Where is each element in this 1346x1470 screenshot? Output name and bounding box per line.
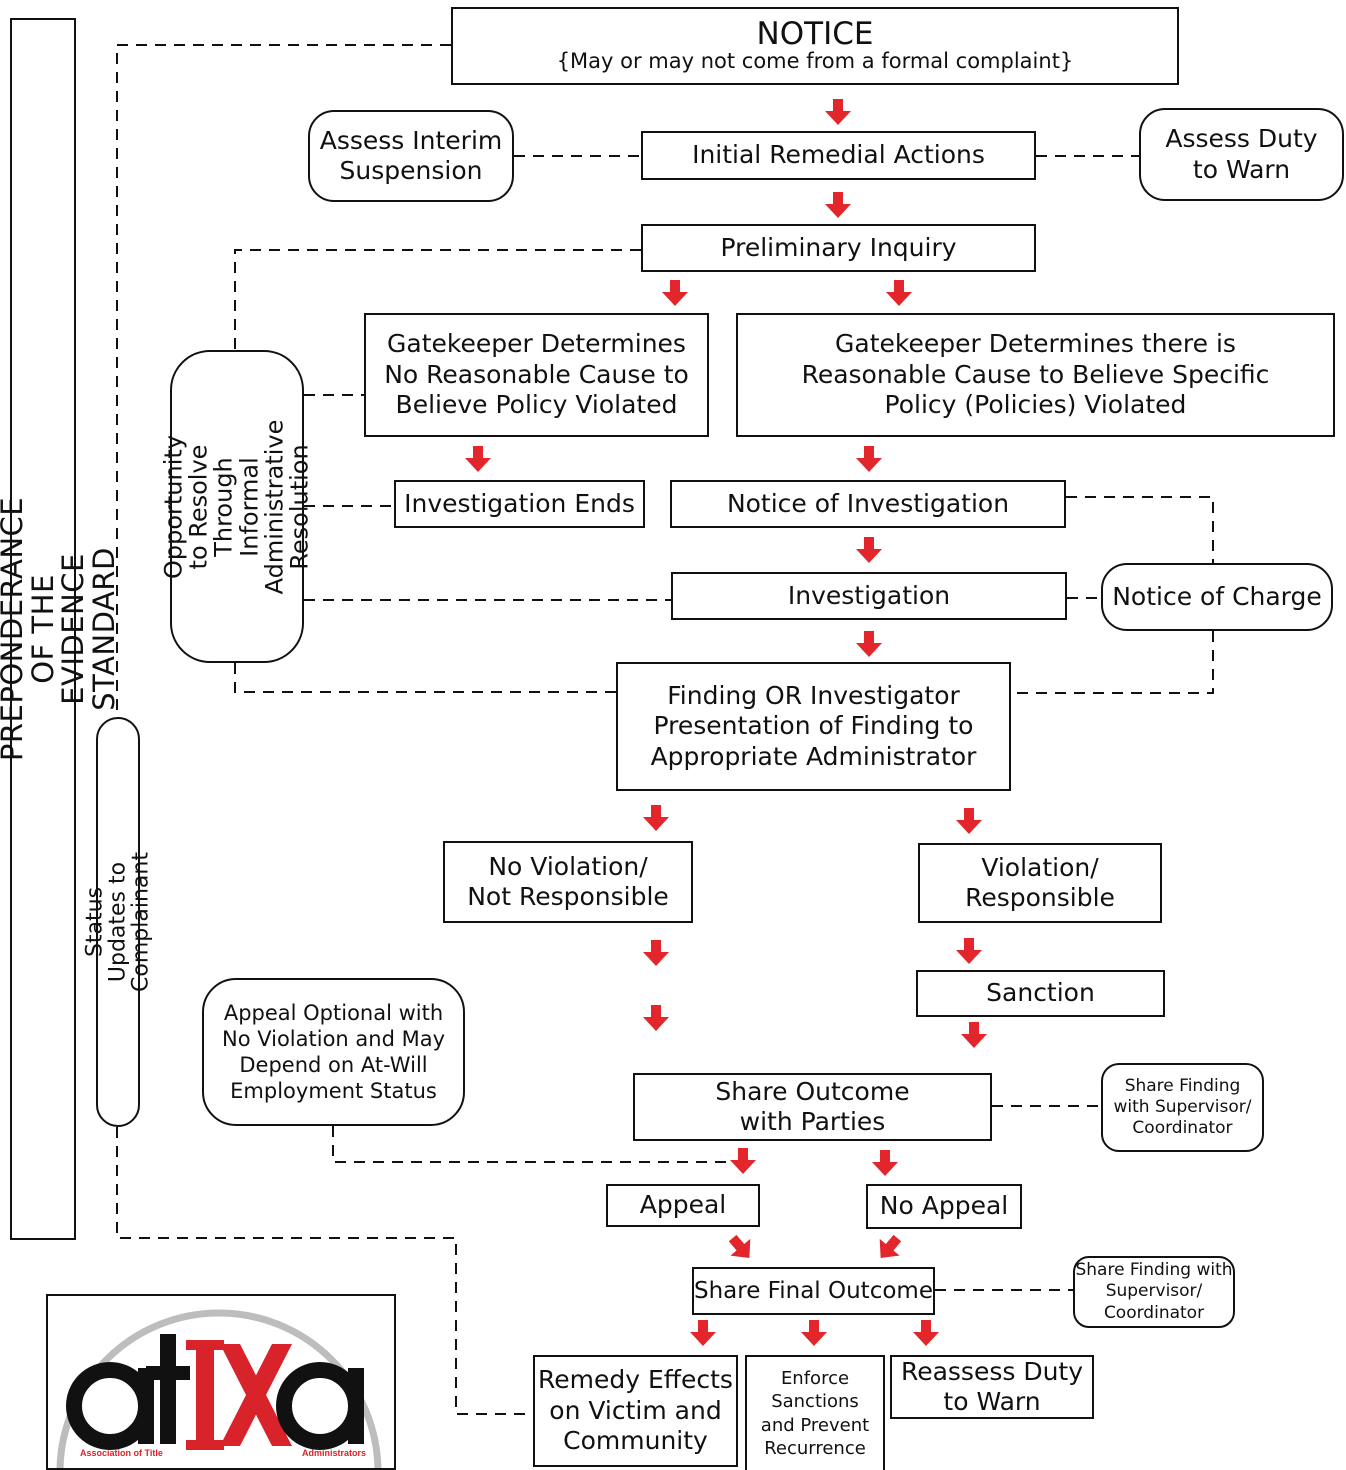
flow-arrow — [728, 1234, 751, 1258]
enforce-sanctions-label: Enforce Sanctions and Prevent Recurrence — [760, 1367, 870, 1459]
logo-left-text: Association of Title — [80, 1448, 163, 1458]
informal-resolution-pill: Opportunity to Resolve Through Informal … — [159, 350, 313, 663]
initial-remedial-actions-box: Initial Remedial Actions — [641, 131, 1036, 180]
gatekeeper-cause-box: Gatekeeper Determines there is Reasonabl… — [736, 313, 1335, 437]
connector-line — [116, 44, 451, 717]
violation-box: Violation/ Responsible — [918, 843, 1162, 923]
appeal-optional-label: Appeal Optional with No Violation and Ma… — [221, 1000, 446, 1104]
preliminary-inquiry-label: Preliminary Inquiry — [720, 232, 957, 262]
share-final-outcome-label: Share Final Outcome — [694, 1277, 933, 1304]
no-appeal-label: No Appeal — [879, 1191, 1009, 1221]
status-updates-pill: Status Updates to Complainant — [82, 717, 154, 1127]
appeal-box: Appeal — [606, 1184, 760, 1227]
flow-arrow — [879, 1234, 902, 1258]
remedy-effects-label: Remedy Effects on Victim and Community — [538, 1365, 733, 1456]
investigation-ends-box: Investigation Ends — [394, 480, 645, 528]
flow-arrow — [856, 446, 882, 472]
flow-arrow — [886, 280, 912, 306]
flow-arrow — [956, 808, 982, 834]
share-final-outcome-box: Share Final Outcome — [692, 1267, 935, 1315]
connector-line — [332, 1126, 736, 1163]
connector-line — [234, 663, 616, 693]
notice-box: NOTICE {May or may not come from a forma… — [451, 7, 1179, 85]
flow-arrow — [956, 938, 982, 964]
connector-line — [1011, 631, 1214, 694]
notice-of-investigation-box: Notice of Investigation — [670, 480, 1066, 528]
enforce-sanctions-box: Enforce Sanctions and Prevent Recurrence — [745, 1355, 885, 1470]
connector-line — [116, 1127, 533, 1415]
flow-arrow — [730, 1148, 756, 1174]
flow-arrow — [662, 280, 688, 306]
flow-arrow — [856, 537, 882, 563]
preliminary-inquiry-box: Preliminary Inquiry — [641, 224, 1036, 272]
flow-arrow — [643, 940, 669, 966]
connector-line — [1066, 496, 1214, 563]
sanction-label: Sanction — [986, 978, 1095, 1008]
flow-arrow — [690, 1320, 716, 1346]
reassess-duty-box: Reassess Duty to Warn — [890, 1355, 1094, 1419]
no-violation-box: No Violation/ Not Responsible — [443, 841, 693, 923]
share-finding-label-1: Share Finding with Supervisor/ Coordinat… — [1113, 1075, 1252, 1139]
flow-arrow — [913, 1320, 939, 1346]
notice-subtitle: {May or may not come from a formal compl… — [556, 48, 1074, 73]
atixa-logo-mark: Association of Title Administrators — [56, 1309, 382, 1468]
atixa-logo: Association of Title Administrators — [46, 1294, 396, 1470]
violation-label: Violation/ Responsible — [965, 852, 1115, 913]
evidence-standard-banner: APPLY PREPONDERANCE OF THE EVIDENCE STAN… — [0, 18, 121, 1240]
gatekeeper-no-cause-label: Gatekeeper Determines No Reasonable Caus… — [384, 329, 689, 420]
finding-label: Finding OR Investigator Presentation of … — [650, 680, 977, 771]
assess-interim-suspension-box: Assess Interim Suspension — [308, 110, 514, 202]
flow-arrow — [961, 1022, 987, 1048]
evidence-standard-title: APPLY PREPONDERANCE OF THE EVIDENCE STAN… — [0, 496, 121, 762]
connector-line — [234, 249, 641, 350]
flow-arrow — [465, 446, 491, 472]
informal-resolution-label: Opportunity to Resolve Through Informal … — [159, 419, 314, 594]
initial-remedial-actions-label: Initial Remedial Actions — [692, 140, 985, 170]
status-updates-label: Status Updates to Complainant — [82, 852, 154, 992]
flow-arrow — [825, 99, 851, 125]
assess-duty-to-warn-box: Assess Duty to Warn — [1139, 108, 1344, 201]
share-finding-box-2: Share Finding with Supervisor/ Coordinat… — [1073, 1256, 1235, 1328]
share-outcome-label: Share Outcome with Parties — [715, 1076, 910, 1137]
logo-right-text: Administrators — [302, 1448, 366, 1458]
sanction-box: Sanction — [916, 970, 1165, 1017]
flow-arrow — [801, 1320, 827, 1346]
share-finding-box-1: Share Finding with Supervisor/ Coordinat… — [1101, 1063, 1264, 1152]
remedy-effects-box: Remedy Effects on Victim and Community — [533, 1355, 738, 1467]
share-finding-label-2: Share Finding with Supervisor/ Coordinat… — [1075, 1260, 1233, 1323]
flow-arrow — [856, 631, 882, 657]
no-appeal-box: No Appeal — [866, 1184, 1022, 1229]
notice-of-charge-label: Notice of Charge — [1112, 581, 1322, 611]
flow-arrow — [643, 805, 669, 831]
notice-of-charge-box: Notice of Charge — [1101, 563, 1333, 631]
appeal-label: Appeal — [639, 1190, 727, 1220]
no-violation-label: No Violation/ Not Responsible — [467, 851, 669, 912]
assess-duty-to-warn-label: Assess Duty to Warn — [1165, 124, 1318, 184]
reassess-duty-label: Reassess Duty to Warn — [900, 1356, 1084, 1417]
flow-arrow — [825, 192, 851, 218]
gatekeeper-cause-label: Gatekeeper Determines there is Reasonabl… — [801, 329, 1270, 420]
share-outcome-box: Share Outcome with Parties — [633, 1073, 992, 1141]
finding-box: Finding OR Investigator Presentation of … — [616, 662, 1011, 791]
investigation-box: Investigation — [671, 572, 1067, 620]
appeal-optional-box: Appeal Optional with No Violation and Ma… — [202, 978, 465, 1126]
assess-interim-suspension-label: Assess Interim Suspension — [319, 125, 503, 186]
notice-of-investigation-label: Notice of Investigation — [726, 488, 1010, 518]
gatekeeper-no-cause-box: Gatekeeper Determines No Reasonable Caus… — [364, 313, 709, 437]
notice-title: NOTICE — [756, 15, 874, 52]
flow-arrow — [643, 1005, 669, 1031]
investigation-label: Investigation — [787, 580, 951, 610]
investigation-ends-label: Investigation Ends — [404, 488, 635, 518]
flow-arrow — [872, 1150, 898, 1176]
